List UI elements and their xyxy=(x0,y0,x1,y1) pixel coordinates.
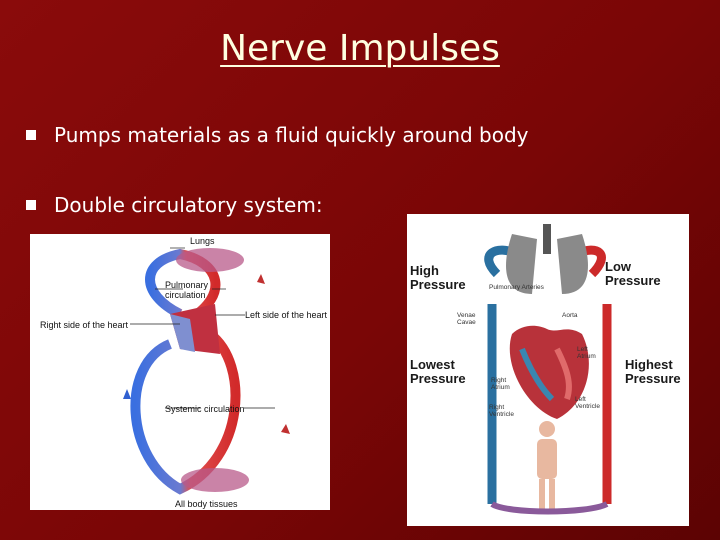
double-circulation-diagram: Lungs Pulmonary circulation Left side of… xyxy=(30,234,330,510)
label-systemic-circulation: Systemic circulation xyxy=(165,404,245,414)
label-left-heart: Left side of the heart xyxy=(245,310,328,320)
label-right-heart: Right side of the heart xyxy=(40,320,129,330)
label-highest-pressure: Highest Pressure xyxy=(625,357,681,386)
label-pulmonary-arteries: Pulmonary Arteries xyxy=(489,284,544,291)
circulation-loop-graphic xyxy=(123,247,290,495)
label-lowest-pressure: Lowest Pressure xyxy=(410,357,466,386)
heart-pressure-graphic xyxy=(484,224,612,515)
label-left-atrium: Left Atrium xyxy=(577,346,596,360)
label-left-ventricle: Left Ventricle xyxy=(575,396,600,410)
bullet-square-icon xyxy=(26,200,36,210)
slide-title: Nerve Impulses xyxy=(220,28,500,69)
bullet-item: Double circulatory system: xyxy=(26,193,323,217)
label-high-pressure: High Pressure xyxy=(410,263,466,292)
bullet-item: Pumps materials as a fluid quickly aroun… xyxy=(26,123,529,147)
pressure-circulation-diagram: High Pressure Low Pressure Lowest Pressu… xyxy=(407,214,689,526)
label-right-ventricle: Right Ventricle xyxy=(489,404,514,418)
bullet-square-icon xyxy=(26,130,36,140)
bullet-text: Pumps materials as a fluid quickly aroun… xyxy=(54,123,529,147)
label-pulmonary-circulation: Pulmonary circulation xyxy=(165,280,209,300)
label-venae-cavae: Venae Cavae xyxy=(457,312,476,326)
label-aorta: Aorta xyxy=(562,312,578,319)
label-low-pressure: Low Pressure xyxy=(605,259,661,288)
label-body-tissues: All body tissues xyxy=(175,499,238,509)
label-right-atrium: Right Atrium xyxy=(491,377,510,391)
label-lungs: Lungs xyxy=(190,236,215,246)
bullet-text: Double circulatory system: xyxy=(54,193,323,217)
